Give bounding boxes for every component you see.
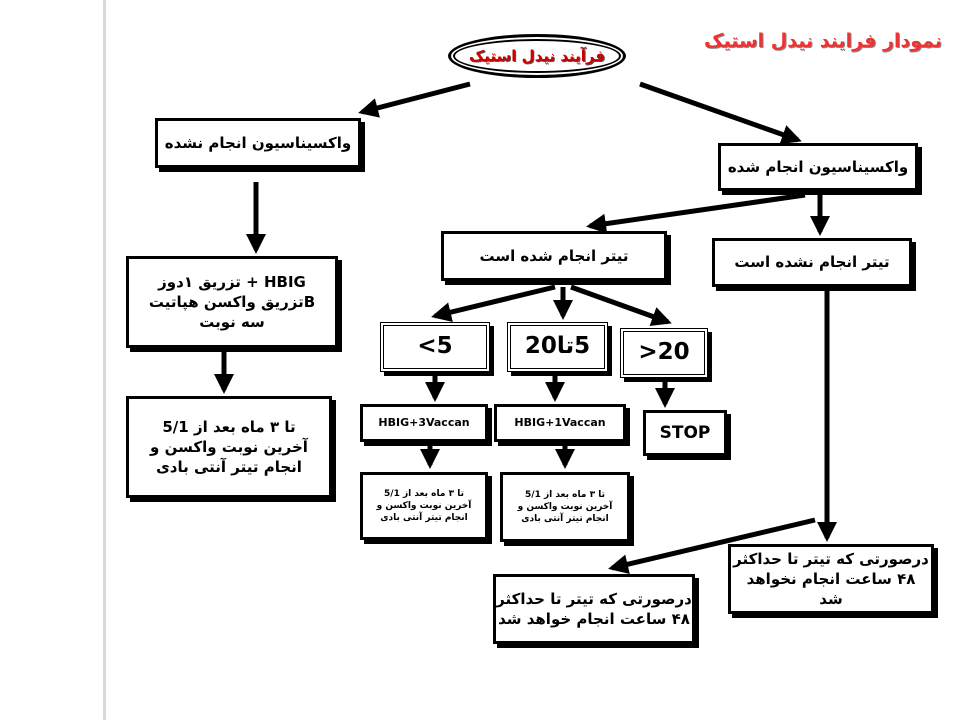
node-titer-done: تیتر انجام شده است [441, 231, 667, 281]
node-lt5: <5 [380, 322, 490, 372]
node-not-vaccinated: واکسیناسیون انجام نشده [155, 118, 361, 168]
slide-left-border [103, 0, 106, 720]
arrow-vaccinated-to-titer-done [586, 192, 806, 234]
node-titer-done-label: تیتر انجام شده است [479, 246, 629, 265]
start-node-label: فرآیند نیدل استیک [468, 47, 606, 65]
node-within-48-done-label: درصورتی که تیتر تا حداکثر ۴۸ ساعت انجام … [496, 589, 692, 628]
node-followup-left: تا ۳ ماه بعد از 5/1 آخرین نوبت واکسن و ا… [126, 396, 332, 498]
node-followup-small-1-label: تا ۳ ماه بعد از 5/1 آخرین نوبت واکسن و ا… [376, 488, 472, 524]
node-range-5-20-label: 5تا20 [524, 333, 591, 360]
node-within-48-done: درصورتی که تیتر تا حداکثر ۴۸ ساعت انجام … [493, 574, 695, 644]
node-stop-label: STOP [659, 422, 711, 443]
node-hbig-3vaccan: HBIG+3Vaccan [360, 404, 488, 442]
node-hbig-3vaccan-label: HBIG+3Vaccan [378, 415, 470, 429]
arrow-to-within-48-done [608, 517, 816, 575]
node-followup-small-1: تا ۳ ماه بعد از 5/1 آخرین نوبت واکسن و ا… [360, 472, 488, 540]
chart-title: نمودار فرایند نیدل استیک [704, 30, 942, 52]
node-titer-not-done: تیتر انجام نشده است [712, 238, 912, 287]
node-vaccinated: واکسیناسیون انجام شده [718, 143, 918, 191]
node-hbig-treatment-label: HBIG + تزریق ۱دوز Bتزریق واکسن هپاتیت سه… [148, 272, 316, 332]
node-within-48-not-done-label: درصورتی که تیتر تا حداکثر ۴۸ ساعت انجام … [733, 549, 929, 609]
node-followup-small-2-label: تا ۳ ماه بعد از 5/1 آخرین نوبت واکسن و ا… [517, 489, 613, 525]
node-stop: STOP [643, 410, 727, 456]
node-range-5-20: 5تا20 [507, 322, 608, 372]
node-hbig-1vaccan: HBIG+1Vaccan [494, 404, 626, 442]
node-titer-not-done-label: تیتر انجام نشده است [734, 253, 890, 272]
node-hbig-1vaccan-label: HBIG+1Vaccan [514, 415, 606, 429]
node-vaccinated-label: واکسیناسیون انجام شده [727, 157, 909, 176]
arrow-start-to-not-vaccinated [358, 81, 471, 118]
arrow-start-to-vaccinated [639, 81, 802, 145]
node-followup-left-label: تا ۳ ماه بعد از 5/1 آخرین نوبت واکسن و ا… [150, 417, 308, 477]
node-hbig-treatment: HBIG + تزریق ۱دوز Bتزریق واکسن هپاتیت سه… [126, 256, 338, 348]
arrow-titer-done-to-gt20 [570, 284, 672, 326]
node-lt5-label: <5 [417, 333, 453, 360]
arrow-titer-done-to-lt5 [431, 284, 556, 322]
node-followup-small-2: تا ۳ ماه بعد از 5/1 آخرین نوبت واکسن و ا… [500, 472, 630, 542]
node-not-vaccinated-label: واکسیناسیون انجام نشده [164, 133, 352, 152]
node-gt20: >20 [620, 328, 708, 378]
node-gt20-label: >20 [638, 339, 690, 366]
start-node: فرآیند نیدل استیک [448, 34, 626, 78]
node-within-48-not-done: درصورتی که تیتر تا حداکثر ۴۸ ساعت انجام … [728, 544, 934, 614]
